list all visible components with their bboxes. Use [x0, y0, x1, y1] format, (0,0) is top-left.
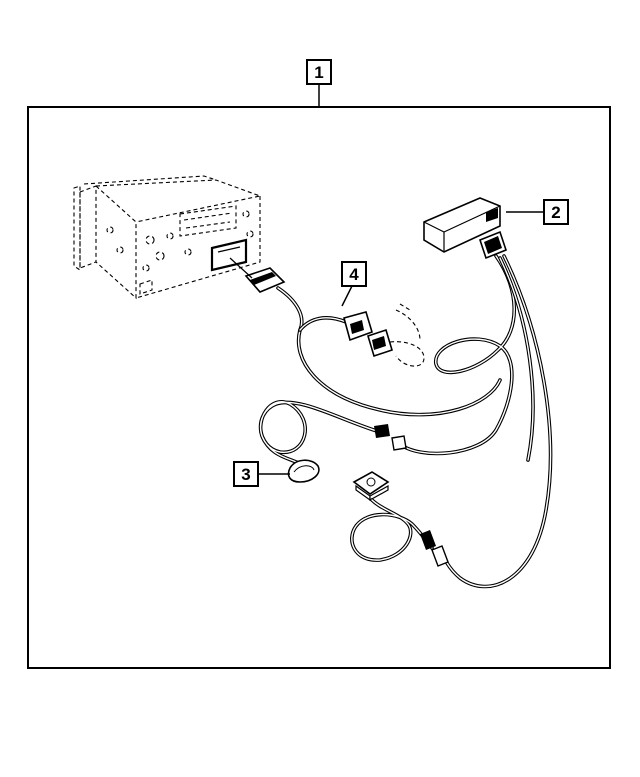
diagram-frame	[27, 106, 611, 669]
callout-3-label: 3	[241, 465, 250, 484]
wiring-harness	[276, 254, 553, 589]
callout-3: 3	[233, 461, 290, 487]
callout-1: 1	[306, 59, 332, 107]
callout-2-label: 2	[551, 203, 560, 222]
radio-connector	[229, 257, 286, 293]
callout-4-label: 4	[349, 265, 359, 284]
callout-2: 2	[506, 199, 569, 225]
receiver-module	[423, 197, 507, 260]
antenna	[350, 471, 449, 567]
callout-4: 4	[341, 261, 367, 307]
microphone	[258, 400, 407, 483]
radio-unit	[73, 175, 263, 300]
callout-1-label: 1	[314, 63, 323, 82]
harness-connector	[343, 303, 425, 367]
